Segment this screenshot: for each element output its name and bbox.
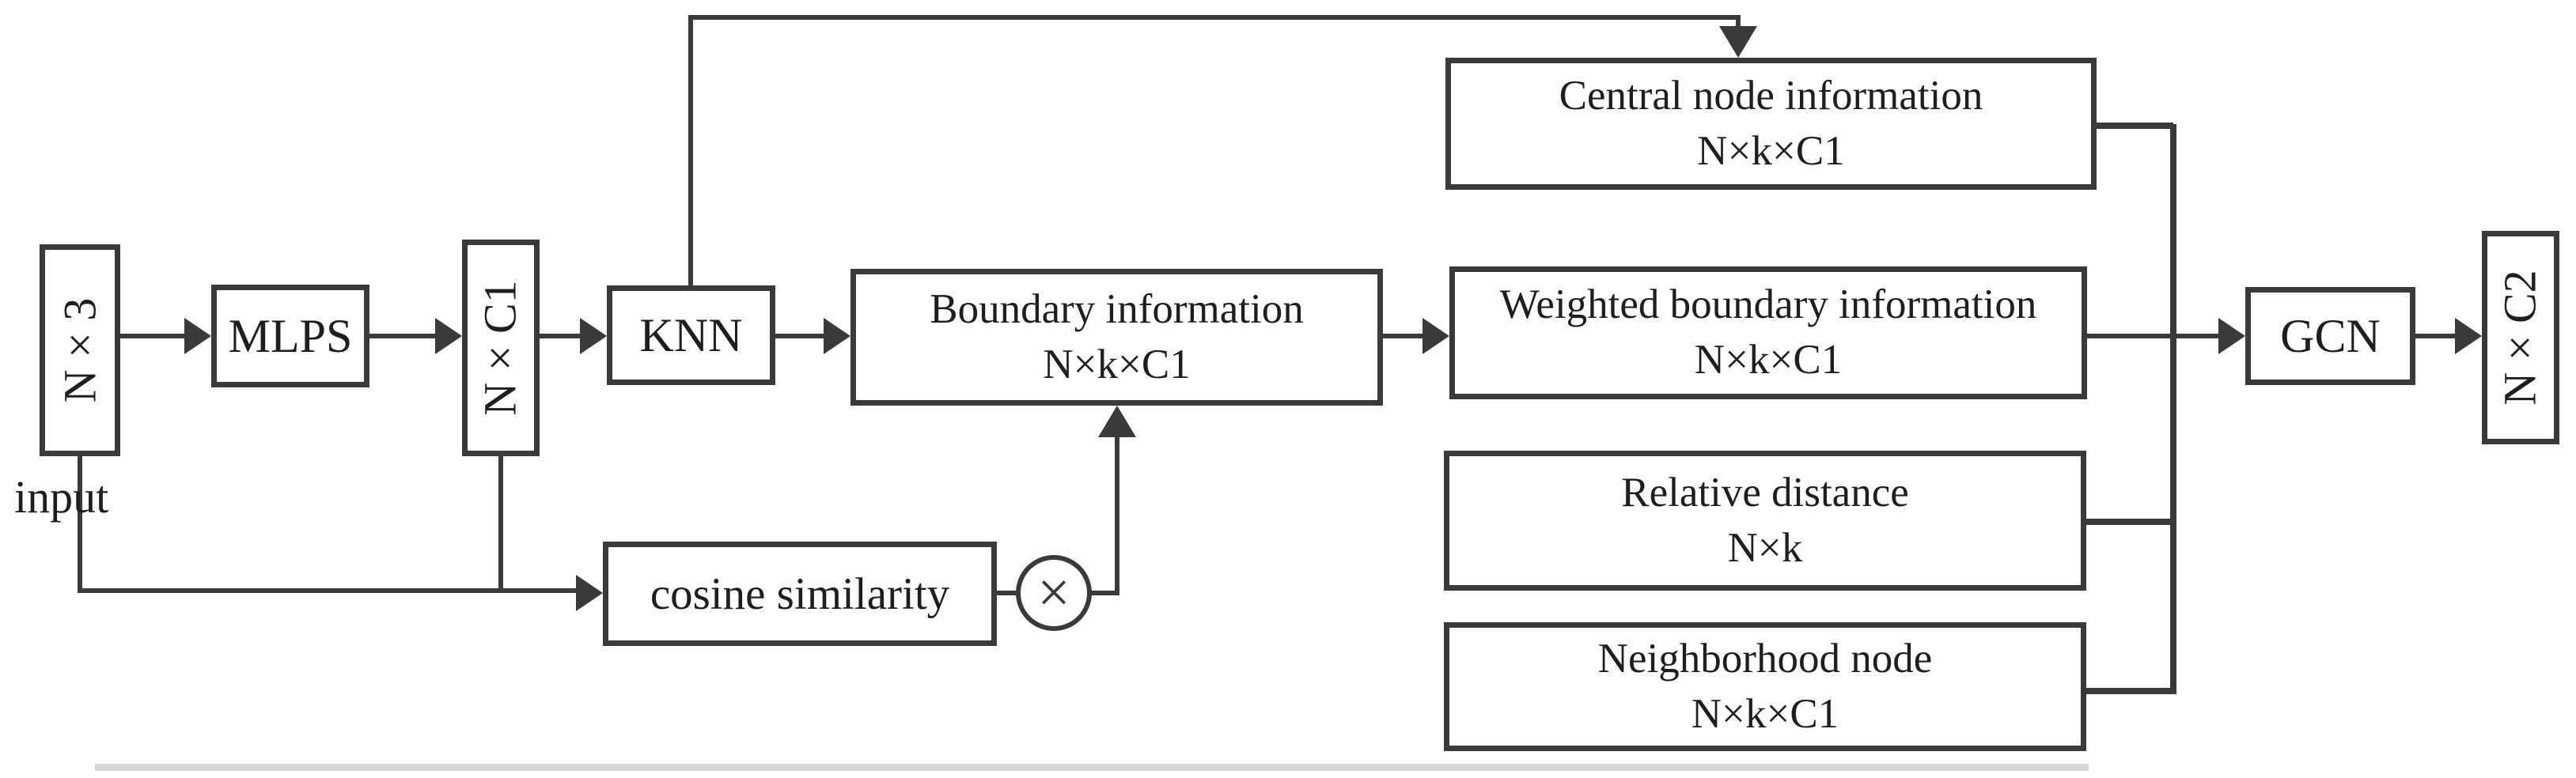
multiply-operator-icon: × [1016, 555, 1092, 631]
multiply-symbol: × [1037, 561, 1070, 625]
node-input-n3: N × 3 [40, 244, 120, 456]
node-central-line2: N×k×C1 [1697, 127, 1845, 174]
arrow-into-cosine-icon [576, 575, 603, 611]
arrow-into-knn-icon [580, 318, 607, 354]
flow-line-boundary-weighted [1383, 334, 1422, 338]
node-neighborhood-line2: N×k×C1 [1691, 690, 1839, 737]
node-cosine-similarity: cosine similarity [603, 542, 997, 646]
flow-line-n3-mlps [120, 334, 184, 338]
connector-relative-bus [2086, 519, 2173, 525]
arrow-into-weighted-icon [1422, 318, 1449, 354]
arrow-into-nc2-icon [2455, 318, 2482, 354]
node-neighborhood-node: Neighborhood node N×k×C1 [1444, 622, 2086, 751]
arrow-into-gcn-icon [2218, 318, 2245, 354]
node-nc1: N × C1 [462, 240, 540, 456]
flow-line-weighted-gcn [2087, 334, 2218, 338]
drop-line-n3 [78, 456, 82, 593]
node-gcn-label: GCN [2280, 310, 2381, 362]
node-relative-line1: Relative distance [1621, 469, 1909, 516]
drop-line-nc1 [498, 456, 503, 593]
node-cosine-label: cosine similarity [650, 568, 950, 619]
node-boundary-information: Boundary information N×k×C1 [850, 269, 1383, 406]
node-neighborhood-line1: Neighborhood node [1597, 635, 1933, 682]
connector-neighborhood-bus [2086, 688, 2176, 694]
node-relative-distance: Relative distance N×k [1444, 451, 2086, 591]
bottom-artifact-line [95, 764, 2089, 771]
node-relative-line2: N×k [1727, 524, 1803, 571]
flow-line-bottom [78, 588, 576, 593]
node-input-n3-label: N × 3 [54, 297, 106, 403]
skip-line-down [1736, 15, 1741, 31]
arrow-into-central-icon [1719, 26, 1757, 58]
flow-line-nc1-knn [540, 334, 580, 338]
node-output-nc2-label: N × C2 [2495, 270, 2546, 406]
input-caption: input [14, 471, 109, 523]
arrow-into-mlps-icon [184, 318, 211, 354]
node-weighted-line1: Weighted boundary information [1499, 281, 2037, 328]
bus-line-vertical [2170, 124, 2176, 694]
flow-line-knn-boundary [775, 334, 824, 338]
node-mlps: MLPS [211, 285, 369, 387]
node-weighted-line2: N×k×C1 [1694, 337, 1843, 383]
arrow-into-nc1-icon [435, 318, 462, 354]
flow-line-multiply-corner [1090, 591, 1119, 595]
node-output-nc2: N × C2 [2482, 231, 2559, 444]
arrow-into-boundary-icon [824, 318, 850, 354]
node-boundary-line1: Boundary information [930, 285, 1304, 332]
arrow-into-boundary-bottom-icon [1098, 406, 1136, 437]
node-mlps-label: MLPS [228, 310, 353, 362]
node-knn: KNN [607, 285, 775, 385]
node-gcn: GCN [2245, 287, 2415, 385]
flow-line-cosine-multiply [997, 591, 1017, 595]
flow-line-gcn-nc2 [2415, 334, 2455, 338]
skip-line-top [688, 15, 1741, 20]
node-knn-label: KNN [639, 309, 743, 361]
flow-line-mlps-nc1 [369, 334, 435, 338]
node-central-line1: Central node information [1559, 72, 1983, 119]
node-weighted-boundary-information: Weighted boundary information N×k×C1 [1449, 266, 2087, 399]
node-central-node-information: Central node information N×k×C1 [1445, 58, 2097, 190]
flow-line-multiply-up [1115, 435, 1119, 595]
node-boundary-line2: N×k×C1 [1043, 341, 1191, 387]
connector-central-bus [2097, 123, 2173, 129]
skip-line-knn-up [688, 17, 693, 285]
node-nc1-label: N × C1 [475, 280, 526, 416]
